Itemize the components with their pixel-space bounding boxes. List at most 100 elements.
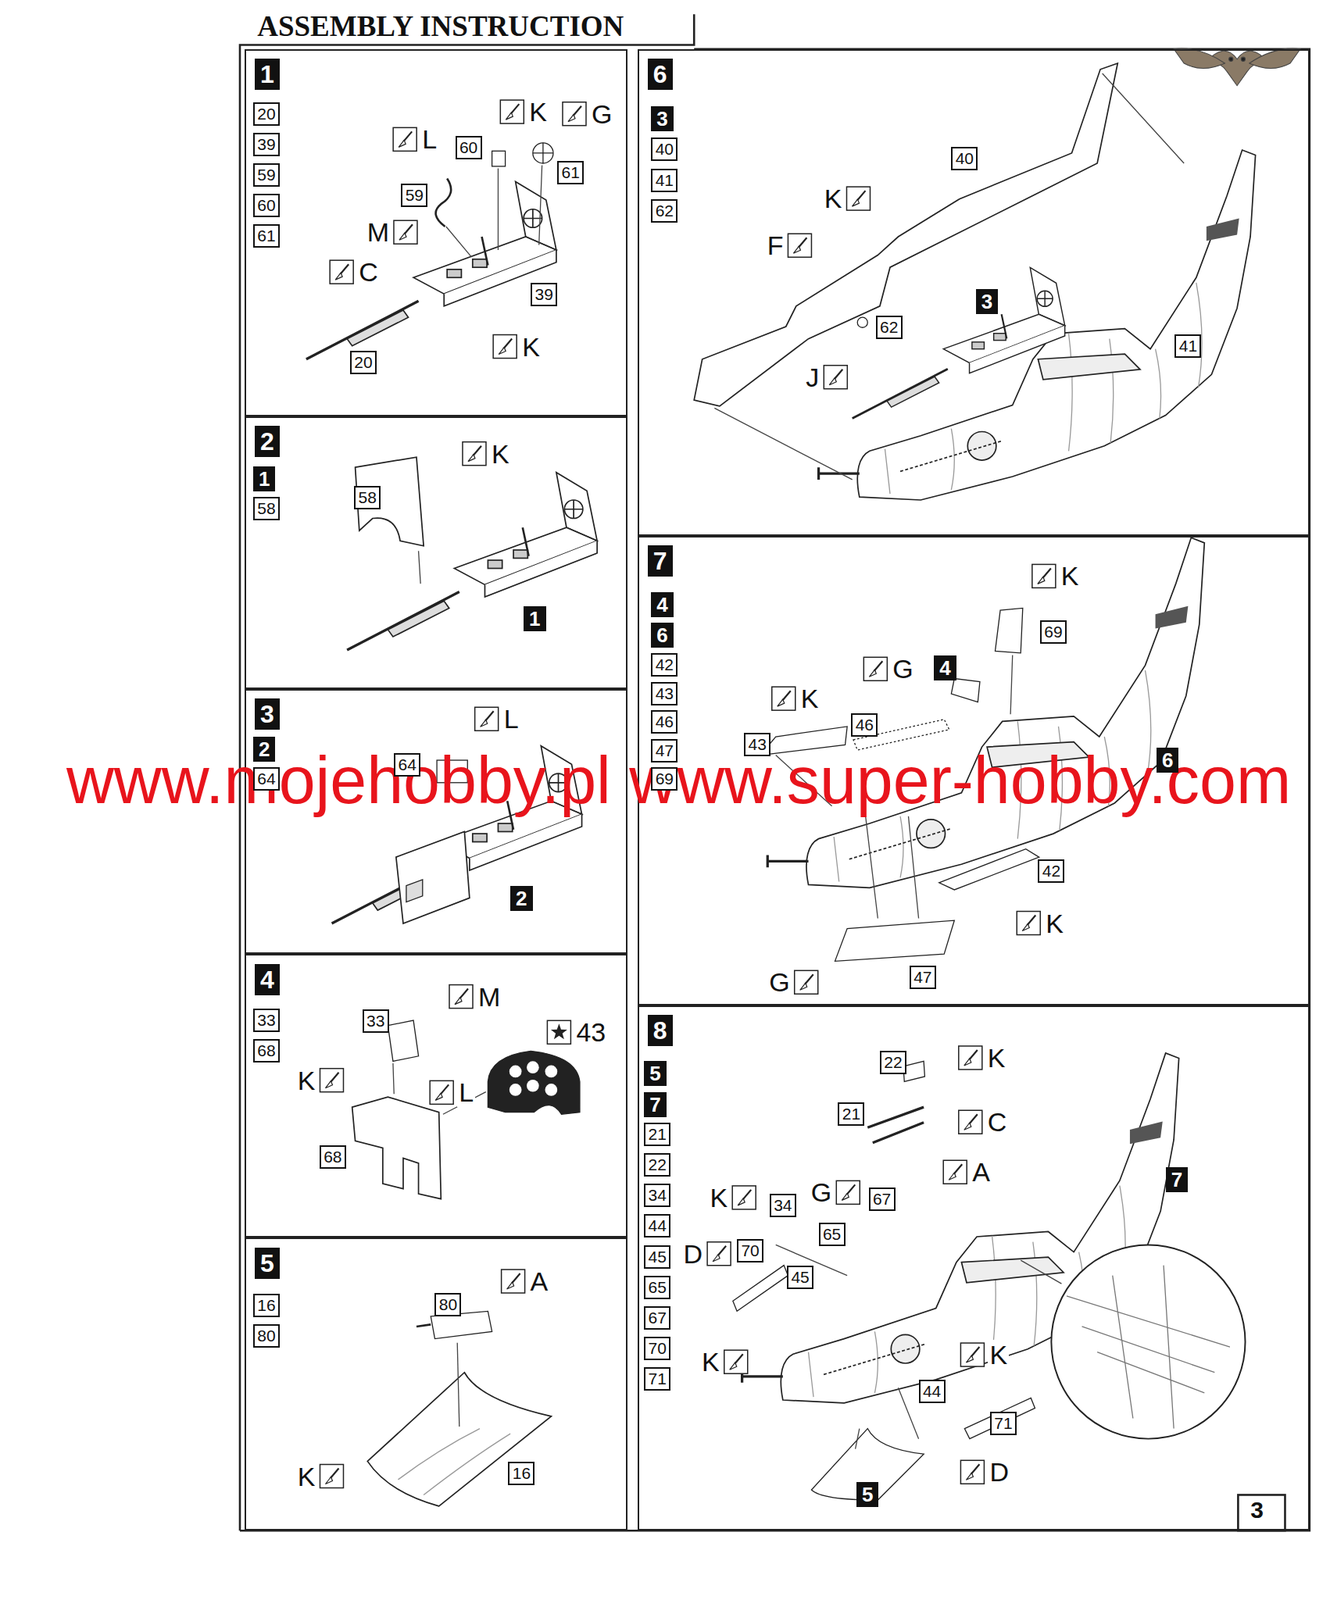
brush-icon-frame <box>462 442 487 466</box>
brush-icon-tip <box>800 983 808 991</box>
part-number: 80 <box>434 1293 462 1317</box>
part-number: 64 <box>253 767 280 791</box>
brush-icon-frame <box>960 1460 984 1484</box>
step-number: 6 <box>647 58 673 90</box>
drawing-part <box>367 1372 551 1507</box>
brush-icon-frame <box>823 365 848 390</box>
paint-code: D <box>682 1239 705 1270</box>
part-number: 34 <box>769 1194 797 1218</box>
paint-code: M <box>476 982 502 1012</box>
brush-icon-tip <box>965 1473 973 1481</box>
brush-icon-tip <box>507 1282 515 1290</box>
part-number: 62 <box>650 199 678 223</box>
part-number: 67 <box>643 1306 671 1330</box>
paint-code: K <box>822 183 844 214</box>
brush-icon-frame <box>493 335 517 359</box>
paint-code: K <box>799 683 821 714</box>
step-panel: 2 <box>244 416 628 690</box>
brush-icon-tip <box>964 1058 972 1066</box>
subassembly-number: 1 <box>253 466 276 492</box>
part-number: 43 <box>743 732 771 757</box>
brush-icon-frame <box>960 1343 984 1367</box>
step-number: 3 <box>254 698 280 730</box>
brush-icon-tip <box>480 719 488 727</box>
brush-icon-frame <box>958 1046 983 1070</box>
brush-icon-tip <box>398 139 406 147</box>
part-number: 42 <box>1037 859 1065 884</box>
drawing-part <box>509 1083 522 1097</box>
drawing-part <box>857 317 868 328</box>
brush-icon-frame <box>943 1160 967 1184</box>
part-number: 69 <box>1040 620 1067 644</box>
brush-icon-frame <box>863 657 887 681</box>
paint-code: J <box>804 362 821 393</box>
brush-icon-tip <box>454 997 462 1005</box>
page-number-frame <box>1237 1494 1285 1531</box>
drawing-part <box>939 849 1040 891</box>
part-number: 34 <box>643 1183 671 1208</box>
part-number: 40 <box>951 146 978 171</box>
brush-icon-frame <box>319 1069 344 1093</box>
paint-code: L <box>502 704 521 734</box>
paint-code: C <box>357 257 380 287</box>
step-number: 4 <box>254 964 280 996</box>
part-number: 62 <box>875 315 903 340</box>
part-number: 22 <box>643 1153 671 1177</box>
drawing-part <box>714 73 1184 480</box>
brush-icon-frame <box>836 1180 860 1205</box>
drawing-part <box>509 1065 522 1079</box>
brush-icon-frame <box>846 186 870 211</box>
drawing-part <box>732 1265 789 1313</box>
part-number: 61 <box>253 224 280 248</box>
drawing-part <box>492 150 506 167</box>
brush-icon-frame <box>319 1465 344 1489</box>
drawing-part <box>526 1061 540 1074</box>
subassembly-number: 6 <box>1156 747 1179 773</box>
part-number: 16 <box>253 1294 280 1318</box>
part-number: 45 <box>643 1245 671 1270</box>
subassembly-number: 1 <box>523 606 546 632</box>
step-panel: 8 <box>637 1005 1309 1532</box>
drawing-part <box>418 550 422 584</box>
drawing-part <box>1240 57 1245 61</box>
brush-icon-tip <box>1022 924 1030 932</box>
decal-icon-frame <box>547 1020 571 1044</box>
part-number: 33 <box>362 1009 390 1034</box>
part-number: 60 <box>455 135 483 160</box>
drawing-part <box>396 831 470 924</box>
subassembly-number: 4 <box>650 592 673 618</box>
paint-code: D <box>987 1457 1011 1488</box>
part-number: 65 <box>818 1222 846 1247</box>
drawing-part <box>693 63 1118 407</box>
part-number: 71 <box>990 1412 1017 1436</box>
paint-code: G <box>890 654 915 684</box>
part-number: 46 <box>650 710 678 734</box>
subassembly-number: 7 <box>643 1092 666 1118</box>
brush-icon-tip <box>851 199 859 207</box>
brush-icon-frame <box>1016 911 1041 936</box>
brush-icon-frame <box>787 233 812 258</box>
part-number: 68 <box>253 1039 280 1063</box>
drawing-part <box>526 1079 540 1093</box>
brush-icon-frame <box>724 1350 748 1374</box>
brush-icon-tip <box>712 1254 720 1263</box>
brush-icon-frame <box>329 260 354 284</box>
part-number: 40 <box>650 137 678 161</box>
step-panel: 6 <box>637 49 1309 537</box>
paint-code: L <box>420 124 439 154</box>
drawing-part <box>818 150 1256 501</box>
paint-code: A <box>970 1157 992 1187</box>
part-number: 45 <box>786 1265 814 1290</box>
drawing-part <box>457 1343 460 1427</box>
decal-star <box>550 1023 568 1040</box>
drawing-part <box>532 143 554 164</box>
step-panel: 3 <box>244 689 628 955</box>
subassembly-number: 4 <box>933 655 956 681</box>
drawing-part <box>903 1061 925 1082</box>
part-number: 65 <box>643 1276 671 1300</box>
drawing-part <box>834 920 955 962</box>
brush-icon-tip <box>737 1198 745 1206</box>
part-number: 42 <box>650 653 678 677</box>
subassembly-number: 2 <box>253 736 276 762</box>
